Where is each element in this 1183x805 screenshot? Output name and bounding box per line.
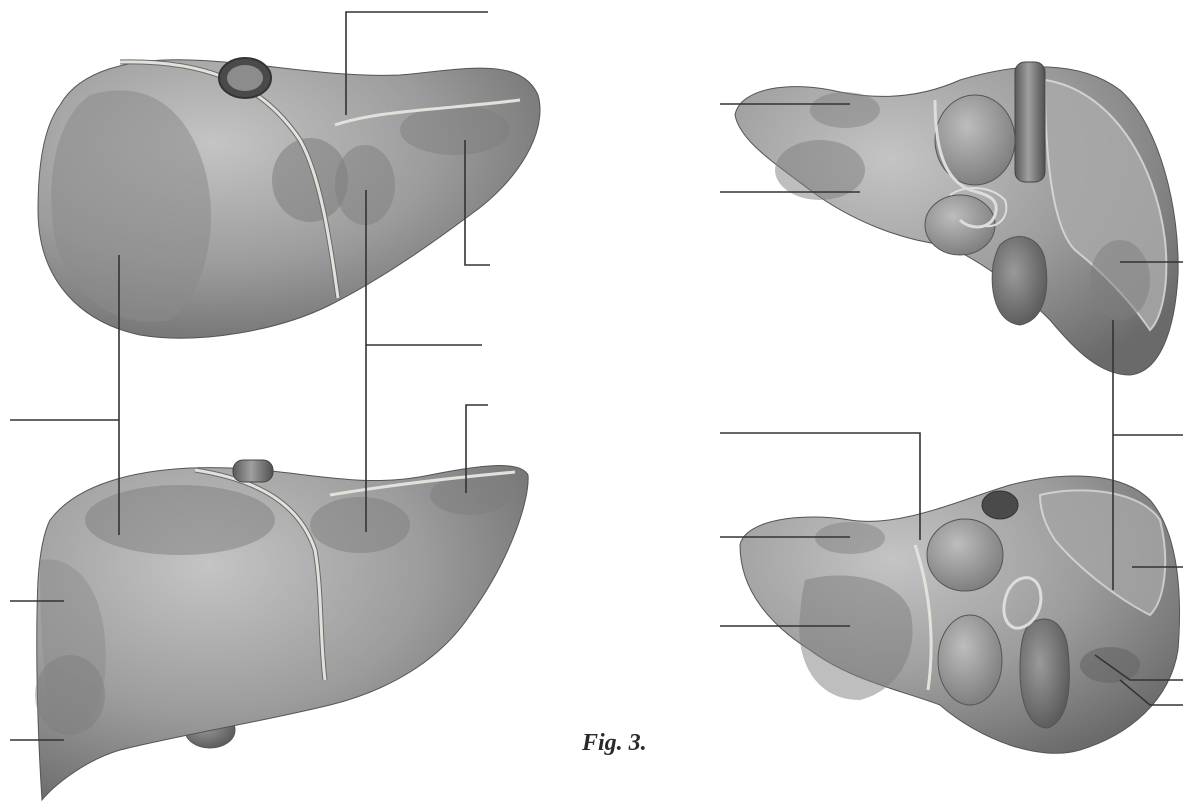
quadrate-lobe xyxy=(938,615,1002,705)
inferior-vena-cava-lumen xyxy=(227,65,263,91)
inferior-vena-cava xyxy=(1015,62,1045,182)
region-shade xyxy=(35,655,105,735)
inferior-vena-cava xyxy=(233,460,273,482)
liver-anterior-view xyxy=(35,460,528,800)
inferior-vena-cava xyxy=(982,491,1018,519)
region-shade xyxy=(775,140,865,200)
region-shade xyxy=(85,485,275,555)
caudate-lobe xyxy=(927,519,1003,591)
region-shade xyxy=(810,92,880,128)
region-shade xyxy=(335,145,395,225)
region-shade xyxy=(1090,240,1150,320)
gallbladder xyxy=(992,237,1047,325)
liver-visceral-view xyxy=(735,62,1178,375)
gallbladder xyxy=(1020,619,1069,728)
region-shade xyxy=(815,522,885,554)
region-shade xyxy=(310,497,410,553)
figure-caption: Fig. 3. xyxy=(582,730,647,757)
region-shade xyxy=(400,105,510,155)
